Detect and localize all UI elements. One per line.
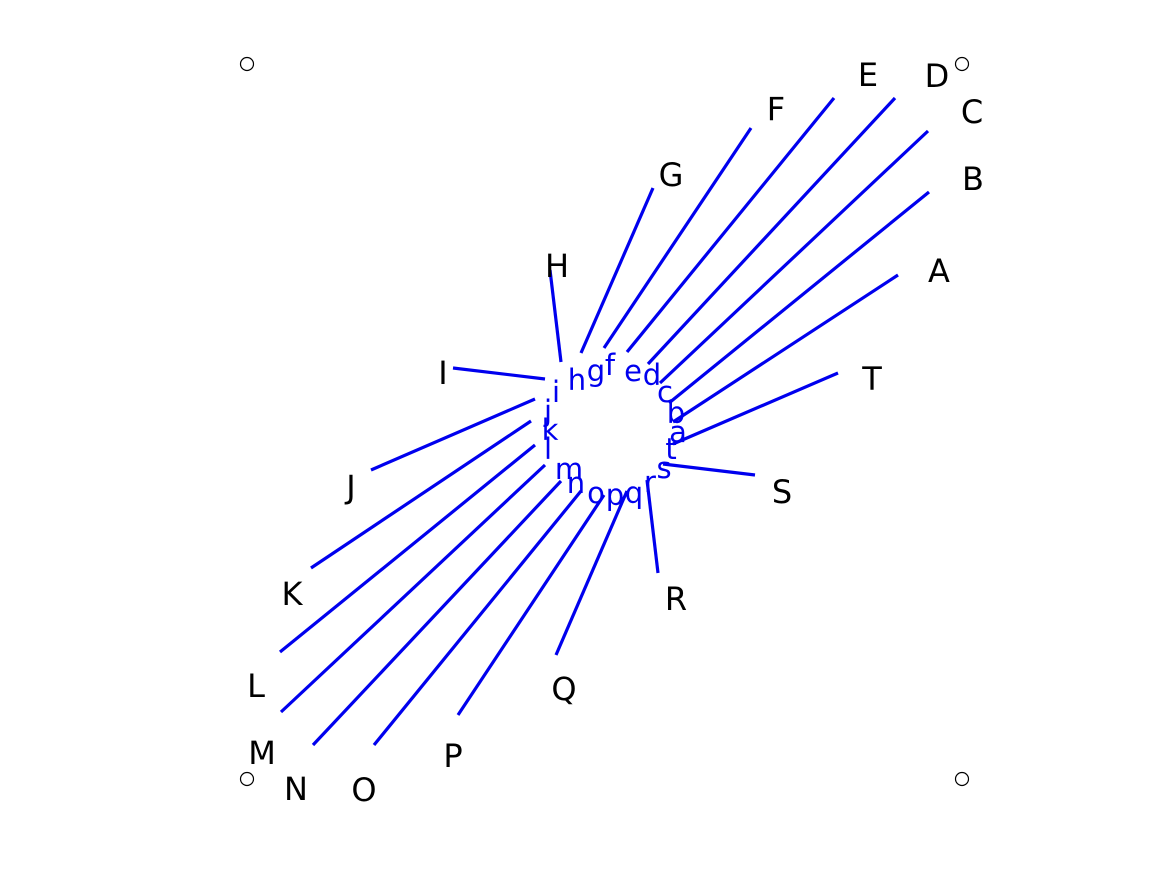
corner-marks: [239, 56, 970, 787]
outer-label-r: R: [665, 580, 687, 618]
connector-line-j: [370, 397, 536, 472]
connector-line-e: [625, 96, 836, 354]
connector-line-s: [662, 462, 756, 477]
inner-label-o: o: [587, 476, 605, 510]
outer-label-s: S: [772, 473, 792, 511]
outer-label-c: C: [961, 93, 983, 131]
outer-label-n: N: [284, 770, 308, 808]
corner-mark-bottom-left: [239, 771, 255, 787]
connector-line-l: [278, 443, 537, 654]
outer-label-t: T: [861, 360, 882, 398]
connector-line-a: [672, 273, 899, 424]
inner-label-k: k: [542, 413, 559, 447]
outer-label-h: H: [545, 247, 569, 285]
outer-label-q: Q: [551, 670, 576, 708]
inner-label-p: p: [606, 478, 624, 512]
inner-label-b: b: [667, 396, 685, 430]
inner-label-l: l: [544, 432, 552, 466]
inner-label-t: t: [665, 432, 676, 466]
connector-line-b: [667, 190, 931, 405]
inner-label-q: q: [625, 476, 643, 510]
outer-label-j: J: [344, 468, 355, 506]
connector-lines: [278, 96, 931, 747]
inner-label-n: n: [567, 466, 585, 500]
outer-label-f: F: [767, 90, 785, 128]
outer-label-d: D: [925, 57, 950, 95]
inner-label-a: a: [669, 415, 687, 449]
outer-label-i: I: [438, 354, 447, 392]
connector-line-d: [646, 96, 897, 366]
corner-mark-top-right: [954, 56, 970, 72]
inner-label-j: j: [543, 394, 552, 428]
inner-label-h: h: [568, 363, 586, 397]
connector-line-g: [579, 187, 655, 354]
connector-line-n: [311, 479, 563, 747]
connector-line-c: [658, 129, 930, 385]
connector-line-q: [554, 490, 629, 656]
connector-line-h: [548, 269, 563, 363]
inner-label-r: r: [644, 465, 656, 499]
outer-label-l: L: [247, 667, 265, 705]
connector-line-t: [672, 371, 839, 446]
outer-label-e: E: [858, 56, 878, 94]
outer-label-k: K: [282, 575, 304, 613]
inner-label-g: g: [587, 354, 605, 388]
inner-label-s: s: [656, 451, 671, 485]
connector-line-p: [456, 494, 606, 716]
inner-label-m: m: [555, 452, 583, 486]
inner-label-f: f: [605, 348, 616, 382]
connector-line-o: [372, 489, 583, 747]
connector-line-f: [602, 127, 753, 349]
outer-label-g: G: [659, 156, 684, 194]
outer-labels: A BCD E F G H I J K LMN O P Q R S T: [247, 56, 984, 809]
connector-line-m: [279, 463, 547, 714]
connector-line-r: [645, 479, 660, 574]
inner-label-c: c: [657, 375, 673, 409]
outer-label-o: O: [351, 771, 376, 809]
outer-label-a: A: [928, 252, 950, 290]
inner-label-e: e: [624, 354, 642, 388]
outer-label-m: M: [248, 734, 276, 772]
outer-label-b: B: [962, 160, 984, 198]
inner-label-d: d: [643, 358, 661, 392]
connector-line-i: [452, 366, 546, 381]
inner-label-i: i: [552, 375, 560, 409]
corner-mark-top-left: [239, 56, 255, 72]
outer-label-p: P: [443, 737, 462, 775]
corner-mark-bottom-right: [954, 771, 970, 787]
connector-line-k: [310, 419, 532, 570]
